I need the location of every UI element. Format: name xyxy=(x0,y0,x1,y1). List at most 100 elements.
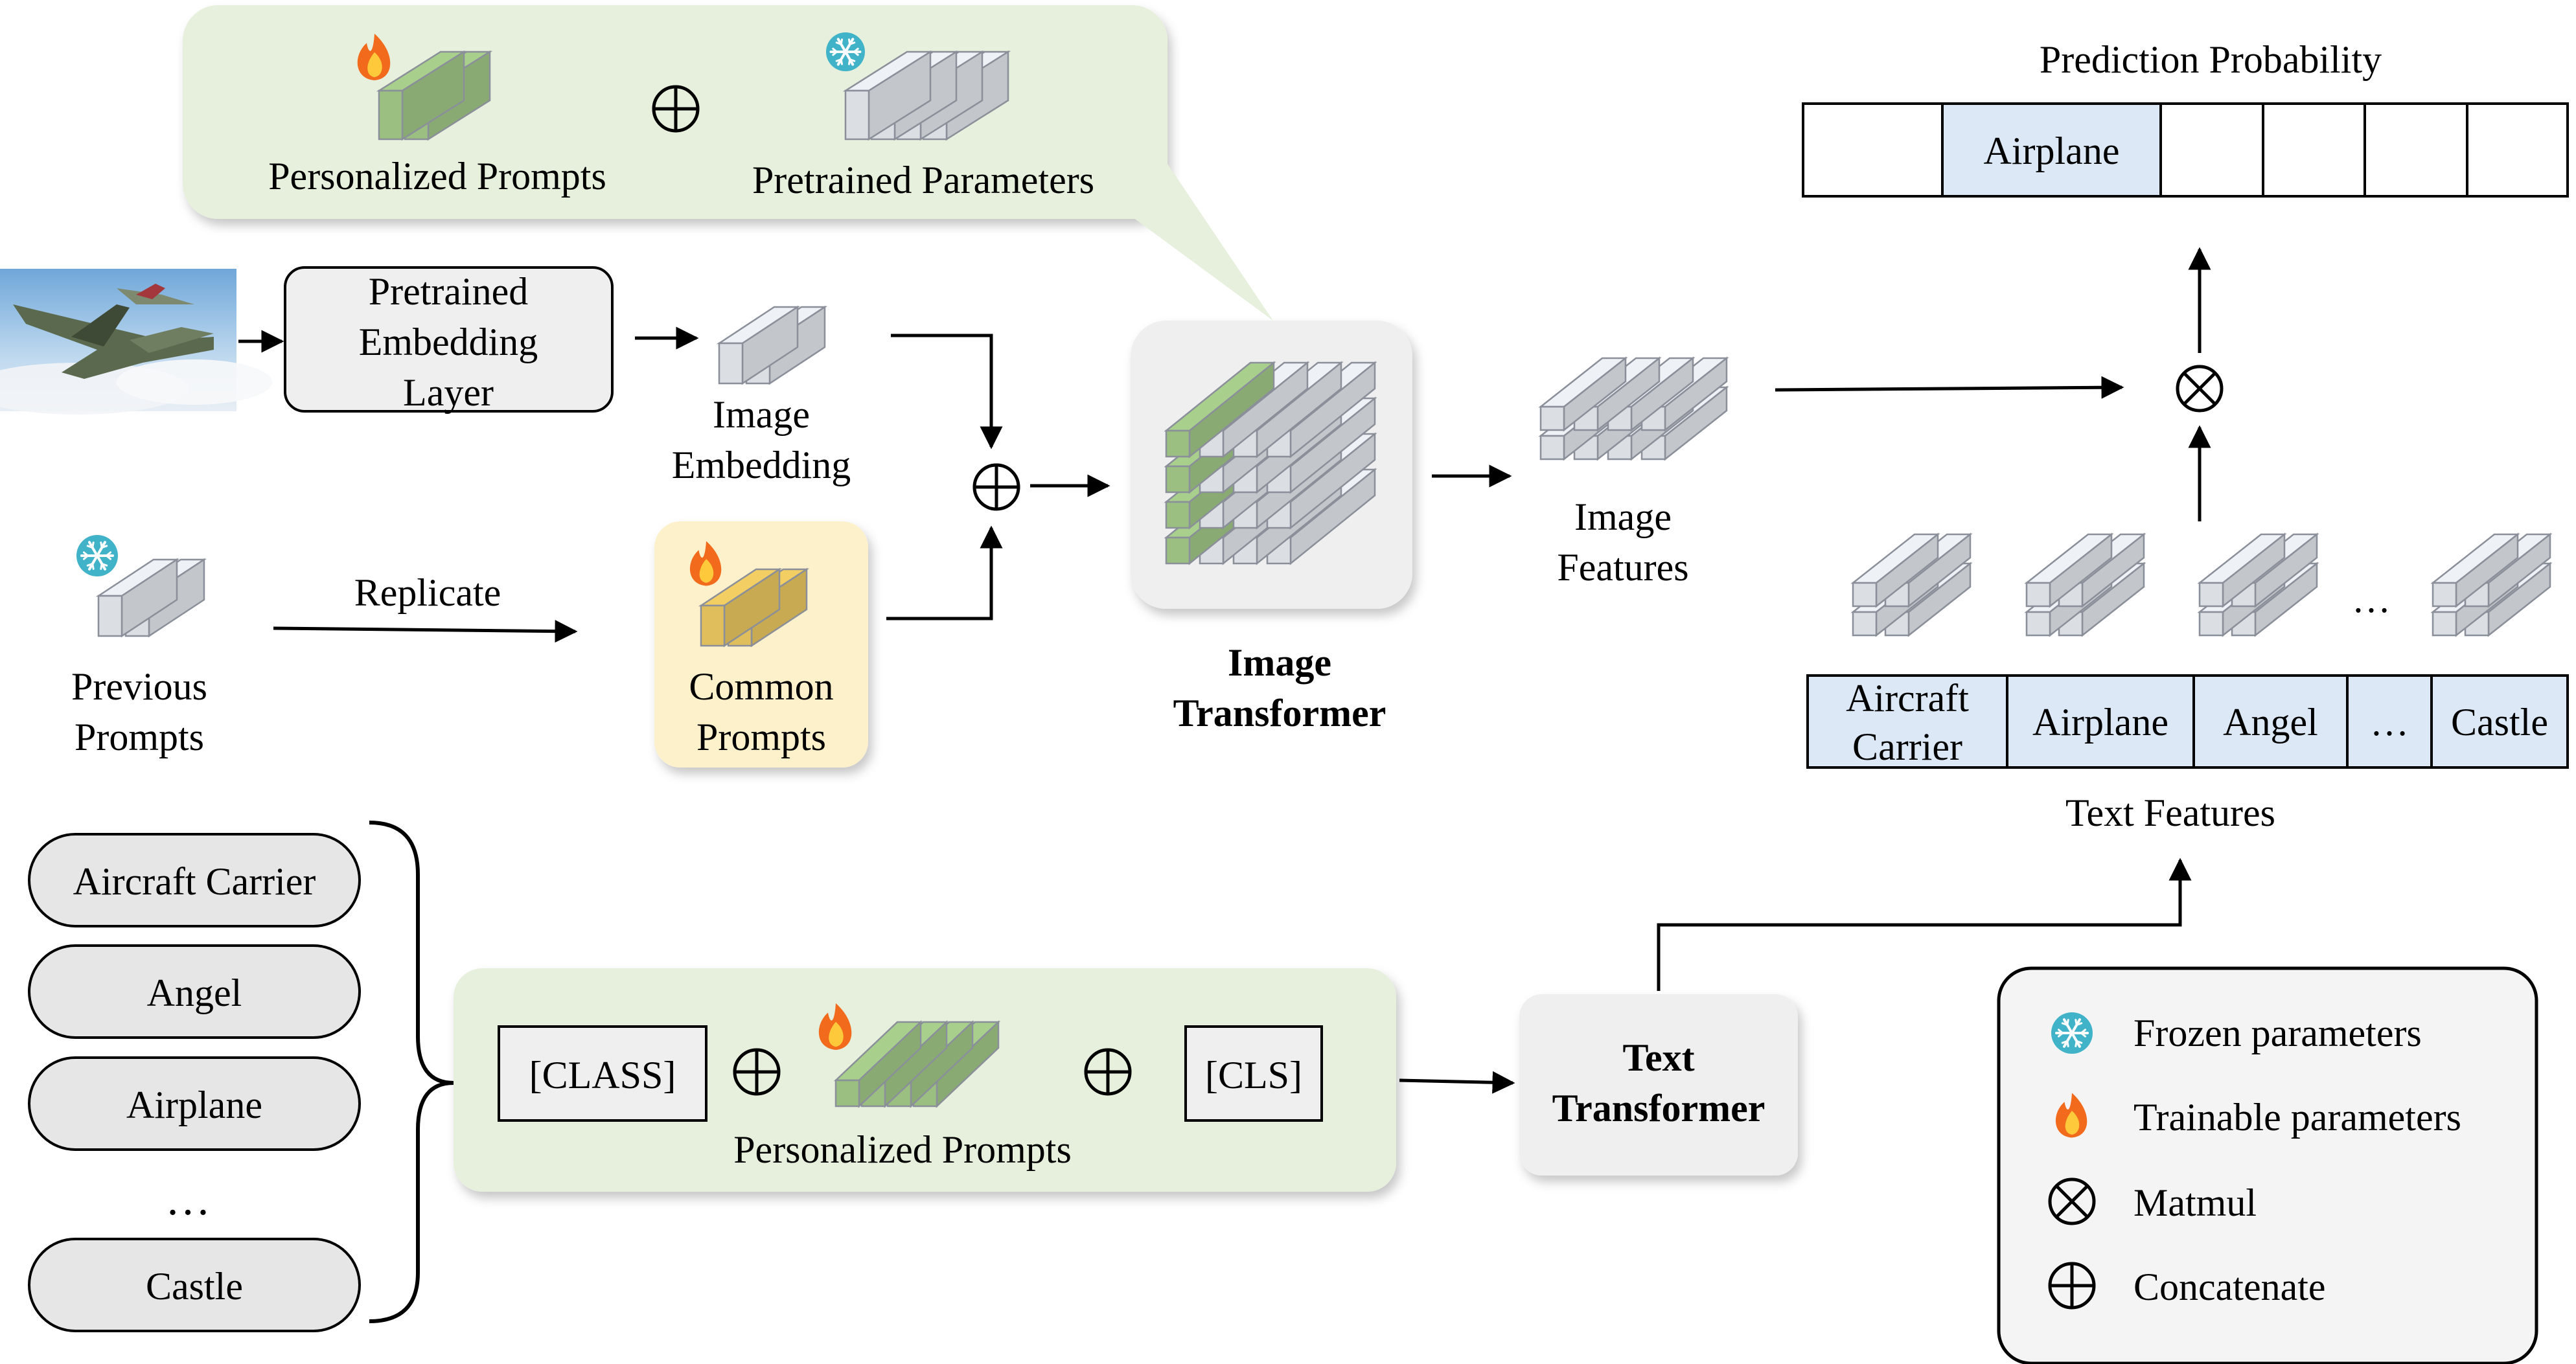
class-name-pill: Aircraft Carrier xyxy=(28,833,361,927)
concat-symbol xyxy=(972,463,1020,511)
personalized-prompt-blocks xyxy=(376,50,493,141)
text-feature-cell-label: … xyxy=(2370,701,2409,744)
text-prompt-panel: [CLASS] [CLS] Personalized Prompts xyxy=(454,968,1396,1192)
concat-symbol xyxy=(733,1048,781,1096)
class-name-list: Aircraft CarrierAngelAirplaneCastle … xyxy=(28,833,361,1332)
image-transformer-box xyxy=(1131,321,1412,609)
matmul-symbol xyxy=(2176,365,2224,413)
legend-matmul-label: Matmul xyxy=(2133,1181,2257,1224)
prompt-token-block xyxy=(1538,356,1628,432)
concat-symbol xyxy=(1084,1048,1132,1096)
previous-prompt-blocks xyxy=(95,558,207,638)
text-features-dots: … xyxy=(2352,578,2391,620)
replicate-label: Replicate xyxy=(354,571,501,614)
class-name-label: Aircraft Carrier xyxy=(73,860,316,903)
text-feature-stack xyxy=(2197,532,2319,637)
image-feature-blocks xyxy=(1538,356,1729,461)
image-embedding-blocks xyxy=(716,305,828,385)
matmul-symbol xyxy=(2048,1177,2096,1225)
personalized-prompts-label: Personalized Prompts xyxy=(733,1128,1072,1171)
text-feature-stack xyxy=(1850,532,1973,637)
transformer-layer-blocks xyxy=(1164,361,1377,565)
prompt-token-block xyxy=(2430,532,2520,608)
text-feature-cell: Airplane xyxy=(2006,674,2195,769)
text-feature-stack xyxy=(2430,532,2553,637)
class-name-label: Castle xyxy=(146,1265,243,1308)
personalized-prompts-label: Personalized Prompts xyxy=(268,155,606,198)
class-name-label: Airplane xyxy=(126,1084,262,1126)
prompt-token-block xyxy=(95,558,180,638)
legend-box: Frozen parameters Trainable parameters M… xyxy=(1997,966,2538,1364)
prompt-token-block xyxy=(2024,532,2114,608)
personalized-prompt-blocks xyxy=(833,1020,1001,1108)
class-list-ellipsis: … xyxy=(165,1175,211,1225)
connector-arrows xyxy=(238,247,2211,1094)
text-feature-cell-label: Angel xyxy=(2223,701,2318,744)
prediction-cell: Airplane xyxy=(1941,102,2162,198)
prompt-token-block xyxy=(376,50,467,141)
common-prompt-blocks xyxy=(698,567,810,648)
pretrained-parameter-blocks xyxy=(842,50,1011,141)
prediction-cell xyxy=(1802,102,1944,198)
text-feature-cell: Castle xyxy=(2430,674,2569,769)
text-feature-cell-label: Airplane xyxy=(2032,701,2168,744)
prediction-cell-label: Airplane xyxy=(1984,130,2120,172)
text-feature-cell-label: Castle xyxy=(2451,701,2548,744)
airplane-input-image xyxy=(0,269,272,415)
class-name-pill: Castle xyxy=(28,1238,361,1332)
legend-trainable-label: Trainable parameters xyxy=(2133,1096,2461,1139)
concat-symbol xyxy=(2048,1262,2096,1310)
text-feature-cell: … xyxy=(2346,674,2433,769)
concat-symbol xyxy=(652,85,700,133)
prediction-cell xyxy=(2363,102,2468,198)
fire-icon xyxy=(2055,1093,2087,1138)
text-feature-stack xyxy=(2024,532,2146,637)
text-feature-cell: Angel xyxy=(2192,674,2349,769)
snowflake-icon xyxy=(826,32,865,71)
class-name-pill: Airplane xyxy=(28,1056,361,1151)
snowflake-icon xyxy=(2051,1012,2093,1054)
prompt-token-block xyxy=(2197,532,2287,608)
prediction-cell xyxy=(2466,102,2569,198)
fire-icon xyxy=(818,1003,852,1050)
legend-frozen-label: Frozen parameters xyxy=(2133,1012,2422,1054)
prompt-token-block xyxy=(833,1020,923,1108)
prompt-token-block xyxy=(716,305,801,385)
prompt-token-block xyxy=(842,50,934,141)
prediction-cell xyxy=(2262,102,2366,198)
cls-token-label: [CLS] xyxy=(1205,1054,1302,1097)
prompt-token-block xyxy=(1850,532,1940,608)
snowflake-icon xyxy=(76,535,118,576)
legend-concatenate-label: Concatenate xyxy=(2133,1266,2326,1308)
fire-icon xyxy=(357,34,391,80)
prompt-token-block xyxy=(698,567,783,648)
class-token-label: [CLASS] xyxy=(529,1054,676,1097)
top-prompt-panel: Personalized Prompts Pretrained Paramete… xyxy=(183,5,1273,321)
class-name-pill: Angel xyxy=(28,944,361,1039)
fire-icon xyxy=(689,541,722,586)
prediction-probability-row: Airplane xyxy=(1802,102,2569,198)
pretrained-parameters-label: Pretrained Parameters xyxy=(752,159,1094,201)
text-features-label: Text Features xyxy=(2065,791,2275,834)
class-token-box xyxy=(498,1025,707,1122)
text-feature-blocks xyxy=(1850,532,2553,637)
prediction-probability-title: Prediction Probability xyxy=(2040,38,2382,81)
prediction-cell xyxy=(2159,102,2264,198)
cls-token-box xyxy=(1184,1025,1323,1122)
prompt-token-block xyxy=(1164,361,1276,459)
